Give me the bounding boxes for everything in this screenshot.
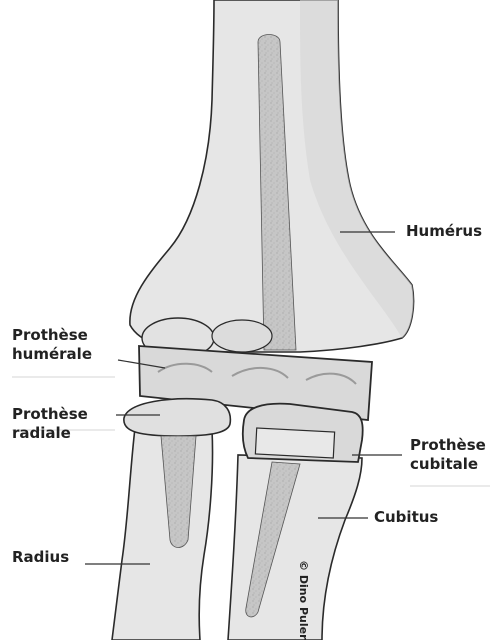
label-ulna: Cubitus [374,508,438,527]
label-ulnar-prosthesis-line2: cubitale [410,455,478,474]
label-humeral-prosthesis-line1: Prothèse [12,326,88,345]
copyright-credit: © Dino Pulerà [297,560,310,640]
label-radius: Radius [12,548,69,567]
ulnar-prosthesis-inner [255,428,334,458]
label-humerus: Humérus [406,222,482,241]
humeral-condyle-center [212,320,272,352]
label-humeral-prosthesis-line2: humérale [12,345,92,364]
radius-bone [112,428,213,640]
radial-prosthesis-head [124,399,231,436]
label-ulnar-prosthesis-line1: Prothèse [410,436,486,455]
label-radial-prosthesis-line1: Prothèse [12,405,88,424]
label-radial-prosthesis-line2: radiale [12,424,71,443]
